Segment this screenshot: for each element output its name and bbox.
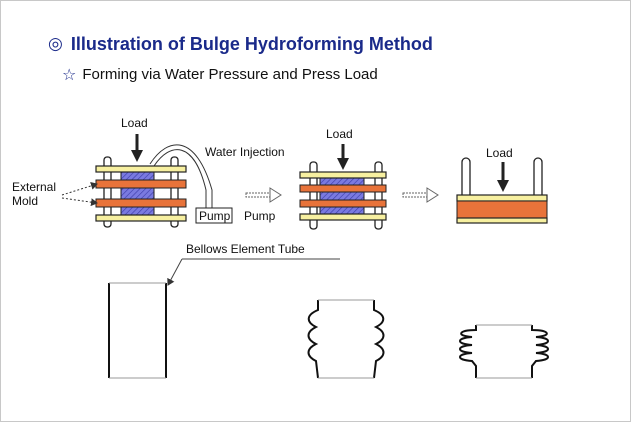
mold-pointer: [61, 197, 98, 207]
subtitle-row: ☆ Forming via Water Pressure and Press L…: [62, 64, 378, 84]
stage-3-press: [456, 157, 548, 224]
external-mold-label: Mold: [12, 194, 38, 208]
guide-rod-right: [374, 161, 383, 230]
process-arrow-2: [402, 187, 439, 203]
load-arrow-head: [131, 150, 143, 162]
star-icon: ☆: [62, 64, 77, 84]
mold-plate: [95, 179, 187, 189]
bottom-plate: [456, 217, 548, 224]
mold-stack: [456, 200, 548, 219]
pump-box-label: Pump: [199, 209, 231, 223]
stage-2-press: [299, 144, 387, 230]
straight-tube: [108, 282, 167, 379]
load-label-3: Load: [486, 146, 513, 160]
bottom-plate: [95, 214, 187, 222]
top-plate: [456, 194, 548, 202]
tube-segment: [120, 170, 155, 222]
mold-plate: [299, 184, 387, 193]
bottom-plate: [299, 213, 387, 221]
water-injection-label: Water Injection: [205, 145, 285, 159]
load-label-1: Load: [121, 116, 148, 130]
guide-rod-left: [103, 156, 112, 228]
load-label-2: Load: [326, 127, 353, 141]
stage-1-press: [61, 134, 233, 228]
load-arrow-head: [337, 158, 349, 170]
guide-rod-left: [309, 161, 318, 230]
mold-plate: [95, 198, 187, 208]
load-arrow-head: [497, 180, 509, 192]
bulged-tube: [307, 299, 385, 379]
water-hose: [153, 149, 207, 212]
bellows-leader-pointer: [167, 258, 183, 286]
process-arrow-1: [245, 187, 282, 203]
external-mold-label: External: [12, 180, 56, 194]
mold-plate: [299, 199, 387, 208]
bellows-tube-label: Bellows Element Tube: [186, 242, 305, 256]
pump-box: [195, 207, 233, 224]
diagram-subtitle: Forming via Water Pressure and Press Loa…: [82, 65, 378, 83]
diagram-title: Illustration of Bulge Hydroforming Metho…: [70, 33, 433, 54]
top-plate: [95, 165, 187, 173]
water-hose: [149, 144, 213, 212]
double-circle-icon: ◎: [48, 34, 63, 54]
guide-rod-right: [170, 156, 179, 228]
top-plate: [299, 171, 387, 179]
compressed-bellows: [459, 324, 549, 379]
mold-pointer: [61, 181, 98, 196]
title-row: ◎ Illustration of Bulge Hydroforming Met…: [48, 32, 433, 56]
pump-label: Pump: [244, 209, 276, 223]
